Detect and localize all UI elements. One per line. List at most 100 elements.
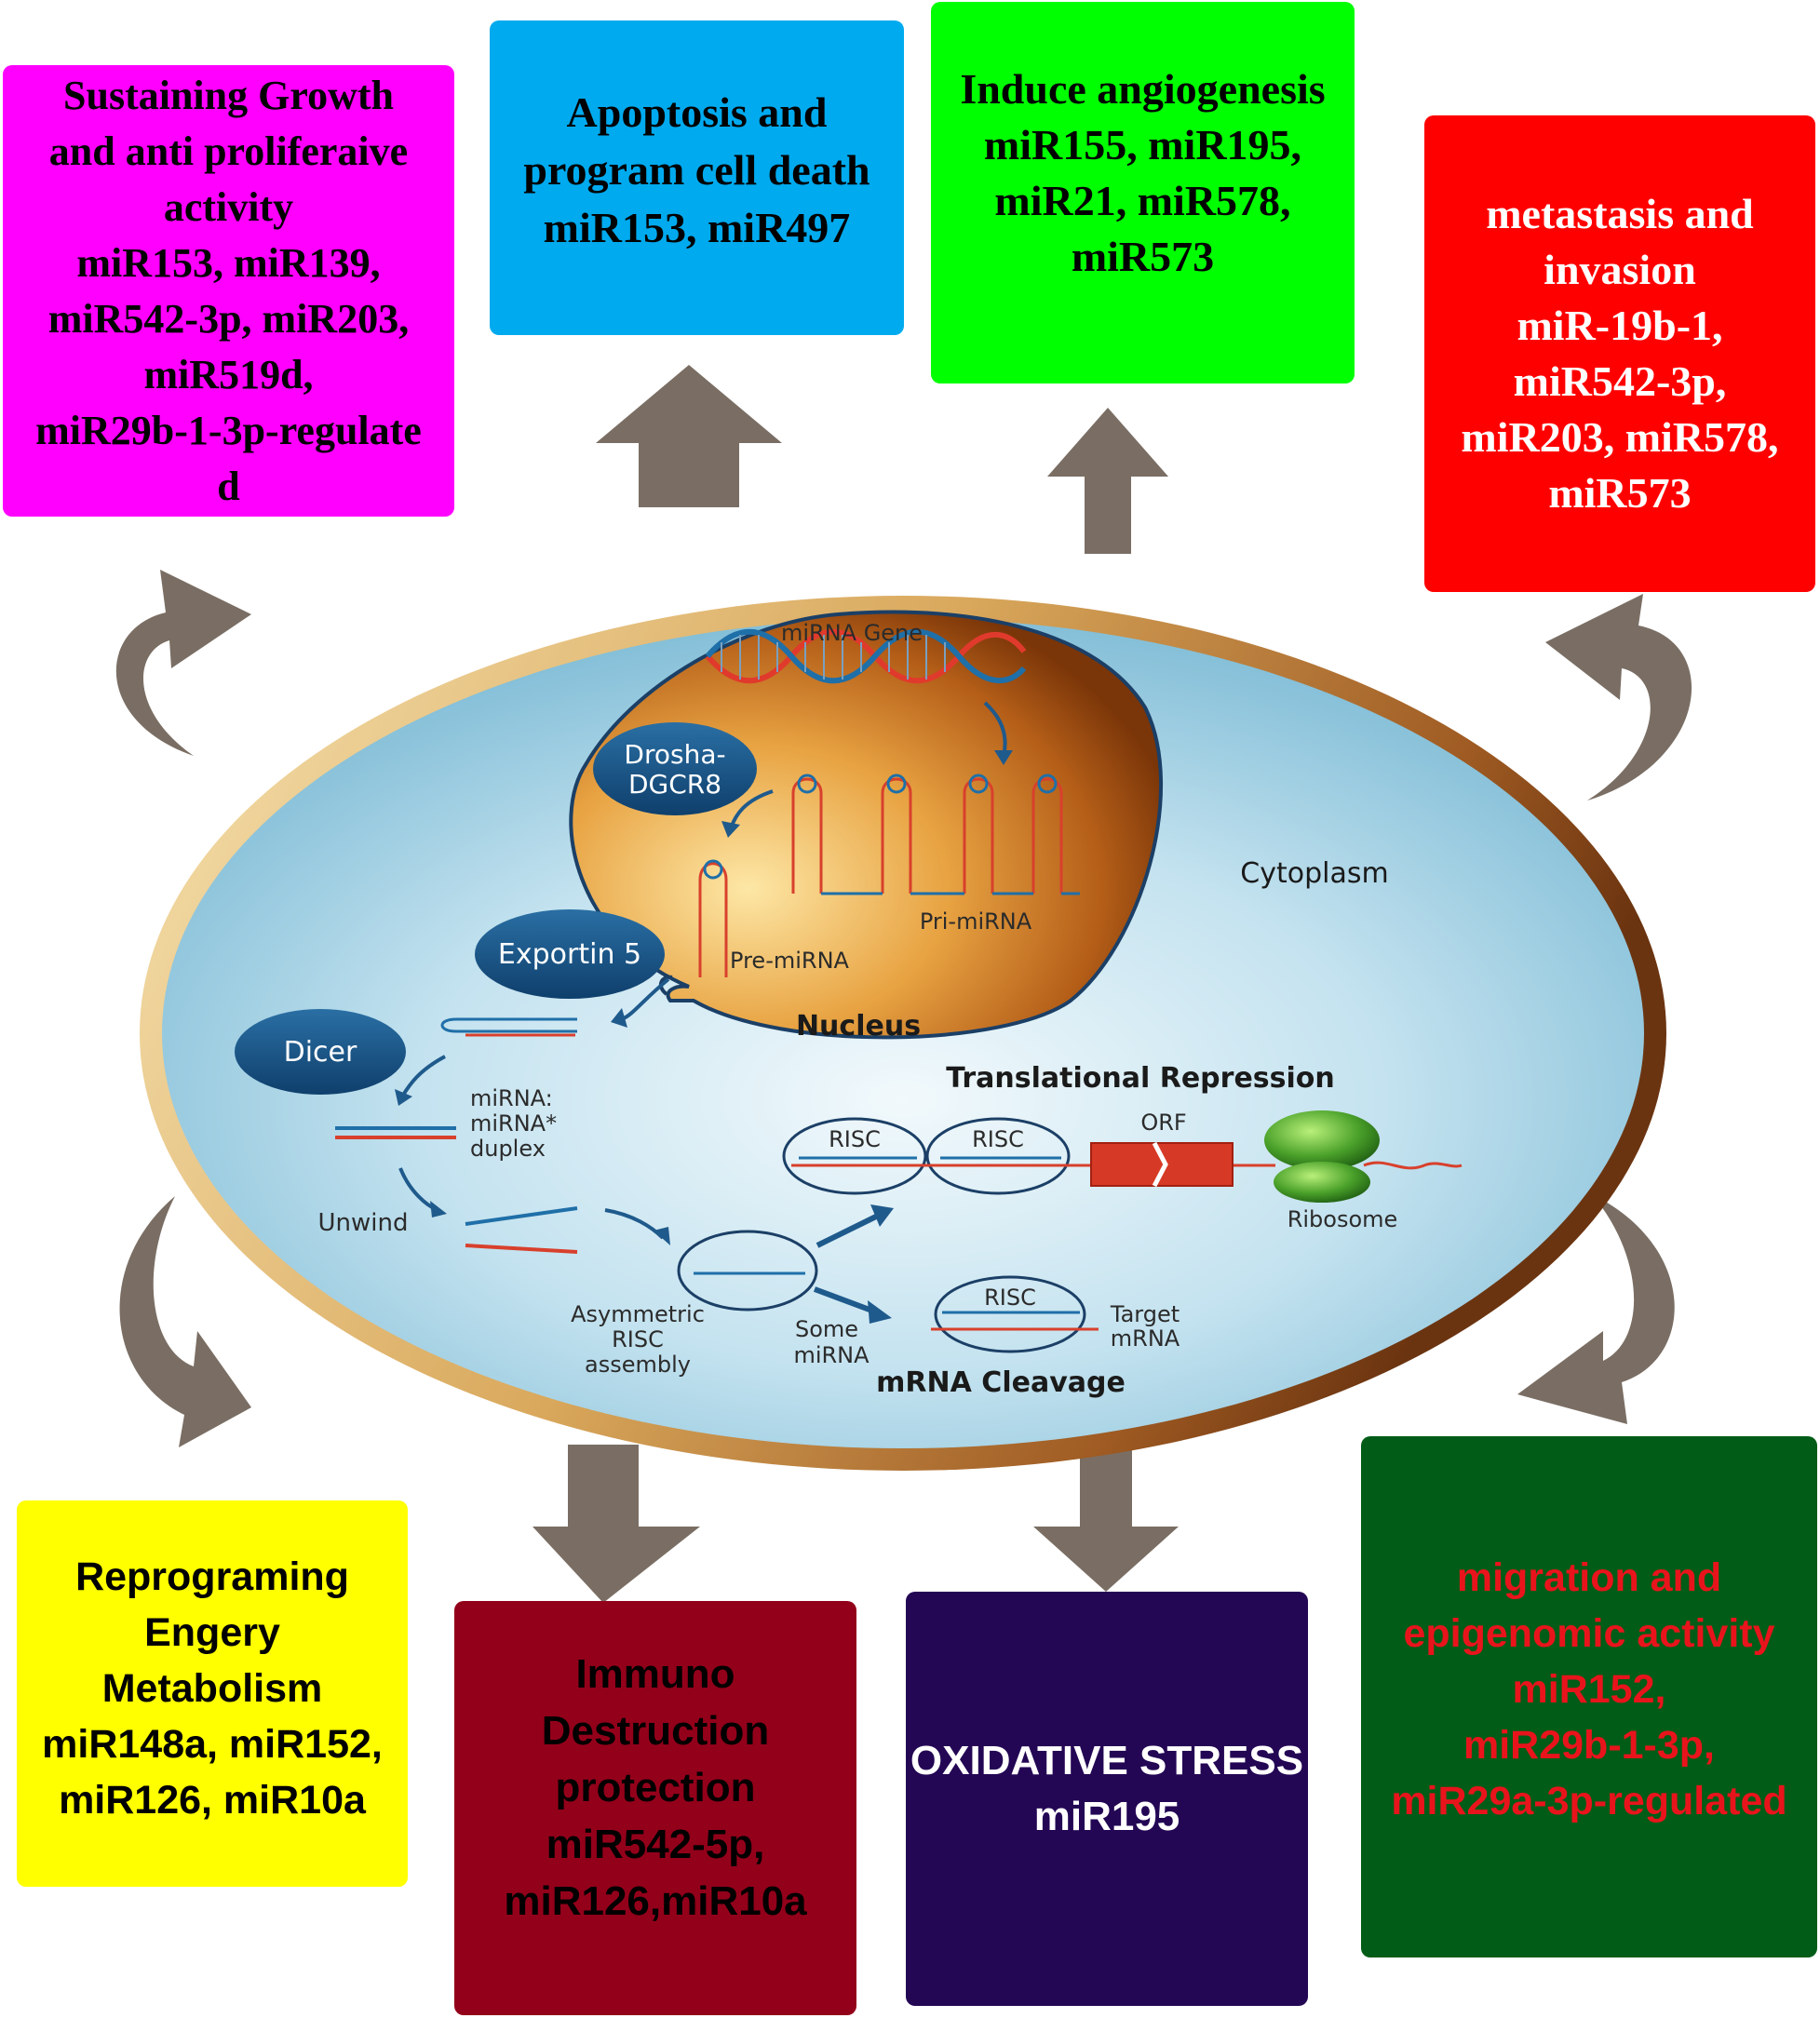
arrowhead	[430, 1201, 447, 1218]
asymmetric-risc	[677, 1230, 818, 1312]
migration-line-2: epigenomic activity	[1403, 1611, 1775, 1656]
label-duplex-2: miRNA*	[470, 1110, 557, 1137]
growth-line-5: miR542-3p, miR203,	[47, 295, 410, 342]
label-pre-mirna: Pre-miRNA	[730, 948, 849, 974]
growth-line-4: miR153, miR139,	[76, 239, 381, 286]
growth-line-2: and anti proliferaive	[48, 128, 409, 174]
drosha-dgcr8-blob	[593, 722, 757, 815]
growth-line-6: miR519d,	[143, 351, 314, 397]
ribosome-large	[1264, 1110, 1380, 1170]
arrowhead	[654, 1227, 670, 1245]
unwound-red	[465, 1244, 578, 1254]
label-risc-2: RISC	[972, 1126, 1024, 1152]
curved-arrow-metastasis	[1545, 594, 1692, 800]
curved-arrow-energy	[119, 1196, 251, 1447]
arrow-to-repression	[816, 1212, 882, 1248]
curved-arrow-migration	[1517, 1194, 1675, 1424]
angiogenesis-line-1: Induce angiogenesis	[960, 65, 1326, 113]
angiogenesis-line-4: miR573	[1071, 233, 1215, 280]
label-unwind: Unwind	[318, 1209, 409, 1237]
label-dicer: Dicer	[284, 1036, 357, 1069]
label-drosha-2: DGCR8	[628, 769, 721, 800]
label-risc-1: RISC	[829, 1126, 881, 1152]
pri-mirna-hairpins	[791, 774, 1080, 895]
dna-rungs	[721, 635, 946, 679]
nucleus	[569, 610, 1164, 1040]
label-drosha-1: Drosha-	[624, 739, 725, 770]
box-oxidative-stress: OXIDATIVE STRESS miR195	[906, 1592, 1308, 2006]
immuno-line-4: miR542-5p,	[546, 1822, 765, 1867]
label-target-mrna-2: mRNA	[1111, 1325, 1180, 1352]
box-immuno-destruction: Immuno Destruction protection miR542-5p,…	[454, 1601, 856, 2015]
growth-line-3: activity	[163, 183, 294, 230]
arrowhead	[611, 1008, 627, 1028]
risc-complex-1	[782, 1117, 927, 1195]
oxidative-line-1: OXIDATIVE STRESS	[910, 1738, 1304, 1783]
metastasis-line-1: metastasis and	[1486, 190, 1754, 237]
metastasis-line-3: miR-19b-1,	[1517, 302, 1723, 349]
arrowhead	[870, 1204, 894, 1227]
risc-cleavage	[934, 1275, 1086, 1353]
box-energy-metabolism: Reprograming Engery Metabolism miR148a, …	[17, 1500, 408, 1887]
label-orf: ORF	[1140, 1110, 1186, 1136]
orf-block	[1090, 1142, 1234, 1187]
growth-line-8: d	[217, 463, 240, 509]
cytoplasm-pre-mirna	[440, 1017, 577, 1033]
immuno-line-5: miR126,miR10a	[504, 1878, 807, 1924]
immuno-line-2: Destruction	[541, 1708, 770, 1754]
arrowhead	[395, 1089, 412, 1106]
metastasis-line-6: miR573	[1548, 469, 1692, 517]
label-mrna-cleavage: mRNA Cleavage	[876, 1366, 1126, 1399]
dna-strand-blue	[705, 628, 1027, 684]
angiogenesis-line-2: miR155, miR195,	[983, 121, 1302, 168]
dicer-arrow	[400, 1055, 446, 1098]
angiogenesis-line-3: miR21, miR578,	[994, 177, 1291, 224]
migration-line-5: miR29a-3p-regulated	[1391, 1779, 1787, 1823]
arrowhead	[721, 821, 740, 838]
energy-line-3: Metabolism	[101, 1666, 323, 1711]
label-some-mirna-2: miRNA	[793, 1342, 870, 1368]
nuclear-pore	[658, 975, 673, 996]
migration-line-3: miR152,	[1512, 1667, 1666, 1712]
mrna-tail	[1363, 1161, 1463, 1170]
down-arrow-immuno	[533, 1445, 700, 1603]
metastasis-line-5: miR203, miR578,	[1461, 413, 1779, 461]
energy-line-5: miR126, miR10a	[59, 1778, 366, 1823]
apoptosis-line-1: Apoptosis and	[566, 88, 828, 136]
label-asymmetric-2: RISC	[612, 1326, 664, 1352]
pre-mirna-hairpin	[698, 862, 728, 977]
metastasis-line-4: miR542-3p,	[1513, 357, 1727, 405]
label-target-mrna-1: Target	[1110, 1301, 1180, 1327]
unwound-blue	[465, 1206, 578, 1226]
label-cytoplasm: Cytoplasm	[1240, 857, 1388, 890]
exportin-5-blob	[475, 909, 665, 999]
down-arrow-oxidative	[1033, 1445, 1179, 1592]
immuno-line-1: Immuno	[575, 1651, 735, 1697]
label-pri-mirna: Pri-miRNA	[920, 908, 1032, 935]
label-asymmetric-3: assembly	[585, 1352, 691, 1378]
label-mirna-gene: miRNA Gene	[781, 620, 923, 646]
box-apoptosis: Apoptosis and program cell death miR153,…	[490, 20, 904, 335]
up-arrow-apoptosis	[596, 365, 782, 507]
risc-complex-2	[925, 1117, 1071, 1195]
box-sustaining-growth: Sustaining Growth and anti proliferaive …	[3, 65, 454, 517]
label-ribosome: Ribosome	[1287, 1206, 1398, 1232]
label-nucleus: Nucleus	[796, 1010, 921, 1043]
label-duplex-1: miRNA:	[470, 1085, 553, 1111]
label-duplex-3: duplex	[470, 1136, 546, 1162]
apoptosis-line-2: program cell death	[523, 146, 870, 194]
immuno-line-3: protection	[555, 1765, 756, 1810]
migration-line-1: migration and	[1456, 1555, 1722, 1600]
energy-line-4: miR148a, miR152,	[42, 1722, 383, 1767]
oxidative-line-2: miR195	[1033, 1794, 1180, 1839]
ribosome-small	[1274, 1162, 1370, 1203]
label-some-mirna-1: Some	[795, 1316, 858, 1342]
arrowhead	[868, 1300, 892, 1324]
box-angiogenesis: Induce angiogenesis miR155, miR195, miR2…	[931, 2, 1355, 383]
box-metastasis: metastasis and invasion miR-19b-1, miR54…	[1424, 115, 1815, 592]
label-translational-repression: Translational Repression	[946, 1062, 1335, 1095]
up-arrow-angiogenesis	[1047, 408, 1168, 554]
box-migration-epigenomic: migration and epigenomic activity miR152…	[1361, 1436, 1817, 1957]
orf-break	[1152, 1141, 1168, 1188]
